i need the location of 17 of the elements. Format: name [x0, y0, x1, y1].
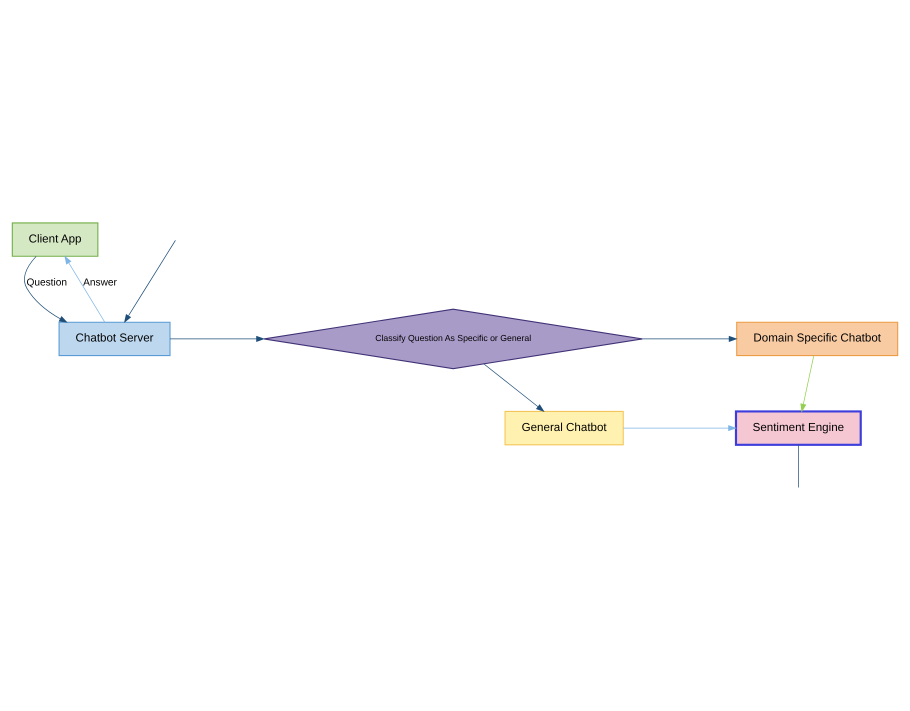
node-box: General Chatbot — [504, 410, 624, 446]
arrow — [24, 256, 68, 323]
arrow — [800, 355, 814, 412]
node-box: Chatbot Server — [58, 322, 171, 356]
node-box: Client App — [12, 222, 98, 257]
edge-label: Answer — [83, 277, 117, 288]
arrow — [623, 425, 737, 432]
arrow — [64, 256, 106, 322]
arrow — [642, 336, 738, 342]
node-box: Sentiment Engine — [734, 410, 862, 446]
edge-label: Question — [26, 277, 68, 288]
arrow — [170, 336, 265, 342]
node-box: Domain Specific Chatbot — [736, 322, 898, 356]
node-diamond: Classify Question As Specific or General — [263, 308, 643, 370]
arrow — [483, 364, 545, 412]
connector — [798, 444, 799, 488]
arrow — [124, 240, 176, 323]
